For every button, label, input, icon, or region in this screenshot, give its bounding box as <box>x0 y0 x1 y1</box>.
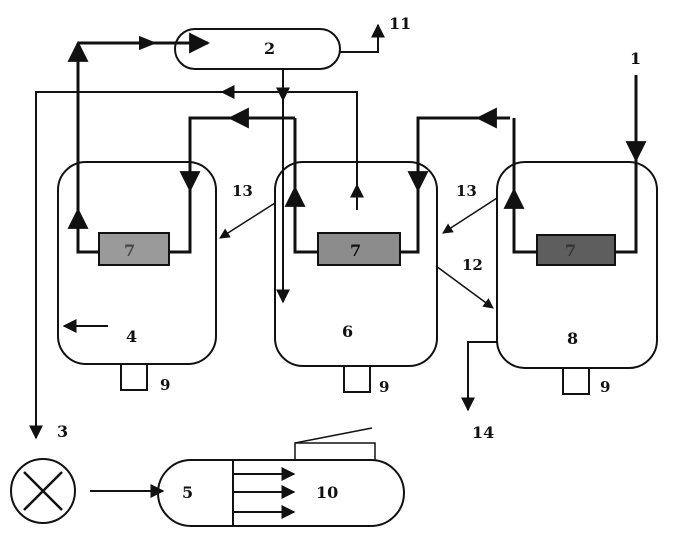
tank-c-label: 8 <box>567 329 578 348</box>
inlet-a-arrow <box>219 202 276 239</box>
tank-b-label: 6 <box>342 322 353 341</box>
transfer-label: 12 <box>462 256 483 274</box>
receiver-lid <box>294 442 376 460</box>
tank-b-block-label: 7 <box>350 241 361 260</box>
receiver-label: 5 <box>182 483 193 502</box>
tank-c-block-label: 7 <box>565 241 576 260</box>
gas-outlet-line <box>340 23 385 53</box>
tank-a-coil <box>67 207 99 254</box>
separator-vessel <box>174 28 341 70</box>
return-line-left <box>35 91 222 270</box>
tank-a-label: 4 <box>126 327 137 346</box>
outlet-3-label: 3 <box>57 422 68 441</box>
transfer-arrow <box>435 265 494 309</box>
gas-outlet-label: 11 <box>389 14 411 33</box>
tank-a-support <box>120 363 148 391</box>
feed-label: 1 <box>630 49 641 68</box>
product-line <box>461 341 497 412</box>
receiver-vessel <box>157 459 405 527</box>
separator-label: 2 <box>264 39 275 58</box>
receiver-lid-open <box>294 427 373 444</box>
tank-a-support-label: 9 <box>160 376 170 394</box>
pump-symbol <box>10 458 76 524</box>
tank-c-support-label: 9 <box>600 378 610 396</box>
tank-c-coil-left <box>512 118 537 254</box>
tank-b-coil-left <box>293 118 318 254</box>
tank-a-block-label: 7 <box>124 241 135 260</box>
return-line-top <box>220 85 358 200</box>
tank-b-block <box>317 232 401 266</box>
inlet-b-arrow <box>442 197 498 234</box>
product-label: 14 <box>472 423 494 442</box>
inlet-b-label: 13 <box>232 182 253 200</box>
tank-a-block <box>98 232 170 266</box>
tank-b-support-label: 9 <box>379 378 389 396</box>
tank-c-block <box>536 234 616 266</box>
inlet-c-label: 13 <box>456 182 477 200</box>
receiver-section-label: 10 <box>316 483 338 502</box>
tank-c-support <box>562 367 590 395</box>
feed-line <box>615 75 638 254</box>
pump-cross-b <box>23 471 63 511</box>
tank-b-support <box>343 365 371 393</box>
